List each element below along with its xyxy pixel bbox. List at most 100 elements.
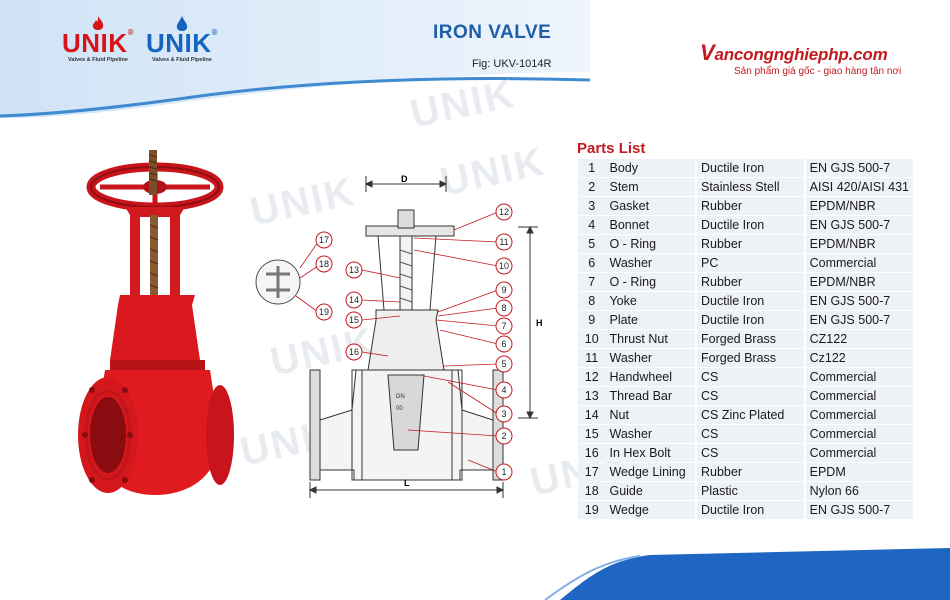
part-name-cell: Plate	[605, 311, 695, 329]
part-name-cell: In Hex Bolt	[605, 444, 695, 462]
part-number-cell: 11	[578, 349, 606, 367]
dimension-d-label: D	[401, 174, 408, 184]
part-name-cell: O - Ring	[605, 235, 695, 253]
svg-text:14: 14	[349, 295, 359, 305]
standard-cell: EN GJS 500-7	[803, 311, 913, 329]
dimension-l-label: L	[404, 478, 410, 488]
callout-8: 8	[495, 299, 513, 317]
part-name-cell: Thrust Nut	[605, 330, 695, 348]
callout-5: 5	[495, 355, 513, 373]
material-cell: Ductile Iron	[695, 292, 804, 310]
header-band-shape	[0, 0, 590, 118]
standard-cell: Commercial	[803, 425, 913, 443]
standard-cell: EN GJS 500-7	[803, 216, 913, 234]
part-number-cell: 2	[578, 178, 606, 196]
body-mark: 00	[396, 406, 403, 412]
part-name-cell: Washer	[605, 349, 695, 367]
standard-cell: Nylon 66	[803, 482, 913, 500]
material-cell: Ductile Iron	[695, 159, 804, 177]
svg-text:9: 9	[501, 285, 506, 295]
part-name-cell: Body	[605, 159, 695, 177]
part-number-cell: 6	[578, 254, 606, 272]
svg-text:11: 11	[499, 237, 508, 247]
part-number-cell: 13	[578, 387, 606, 405]
standard-cell: EPDM	[803, 463, 913, 481]
part-name-cell: Handwheel	[605, 368, 695, 386]
svg-text:17: 17	[319, 235, 329, 245]
svg-text:19: 19	[319, 307, 329, 317]
part-name-cell: Washer	[605, 254, 695, 272]
callout-6: 6	[495, 335, 513, 353]
material-cell: Stainless Stell	[695, 178, 804, 196]
part-name-cell: Nut	[605, 406, 695, 424]
logo-word: UNIK	[62, 28, 128, 58]
body-mark: DN	[396, 394, 405, 400]
svg-text:18: 18	[319, 259, 329, 269]
standard-cell: EN GJS 500-7	[803, 159, 913, 177]
part-name-cell: Bonnet	[605, 216, 695, 234]
part-name-cell: Thread Bar	[605, 387, 695, 405]
standard-cell: Cz122	[803, 349, 913, 367]
material-cell: CS Zinc Plated	[695, 406, 804, 424]
water-drop-icon	[176, 16, 188, 31]
callout-19: 19	[315, 303, 333, 321]
part-name-cell: Wedge Lining	[605, 463, 695, 481]
standard-cell: AISI 420/AISI 431	[803, 178, 913, 196]
part-name-cell: Guide	[605, 482, 695, 500]
svg-text:8: 8	[501, 303, 506, 313]
svg-text:6: 6	[501, 339, 506, 349]
standard-cell: EPDM/NBR	[803, 235, 913, 253]
part-name-cell: Wedge	[605, 501, 695, 519]
part-number-cell: 17	[578, 463, 606, 481]
callout-3: 3	[495, 405, 513, 423]
part-number-cell: 3	[578, 197, 606, 215]
valve-product-image	[78, 150, 234, 495]
callout-16: 16	[345, 343, 363, 361]
callout-17: 17	[315, 231, 333, 249]
site-brand[interactable]: Vancongnghiephp.com Sản phẩm giá gốc - g…	[700, 40, 901, 77]
part-number-cell: 14	[578, 406, 606, 424]
standard-cell: Commercial	[803, 387, 913, 405]
callout-13: 13	[345, 261, 363, 279]
flame-icon	[92, 16, 104, 30]
callout-11: 11	[495, 233, 513, 251]
svg-text:16: 16	[349, 347, 359, 357]
logo-word: UNIK	[146, 28, 212, 58]
dimension-h-label: H	[536, 318, 543, 328]
callout-18: 18	[315, 255, 333, 273]
material-cell: Rubber	[695, 273, 804, 291]
callout-9: 9	[495, 281, 513, 299]
svg-text:2: 2	[501, 431, 506, 441]
part-number-cell: 5	[578, 235, 606, 253]
material-cell: CS	[695, 387, 804, 405]
part-number-cell: 12	[578, 368, 606, 386]
svg-text:13: 13	[349, 265, 359, 275]
header-band	[0, 0, 590, 118]
part-name-cell: O - Ring	[605, 273, 695, 291]
part-number-cell: 8	[578, 292, 606, 310]
part-number-cell: 9	[578, 311, 606, 329]
svg-text:7: 7	[501, 321, 506, 331]
svg-text:10: 10	[499, 261, 509, 271]
registered-mark: ®	[127, 28, 134, 37]
callout-2: 2	[495, 427, 513, 445]
part-number-cell: 4	[578, 216, 606, 234]
standard-cell: EN GJS 500-7	[803, 292, 913, 310]
material-cell: PC	[695, 254, 804, 272]
callout-4: 4	[495, 381, 513, 399]
svg-text:4: 4	[501, 385, 506, 395]
part-number-cell: 1	[578, 159, 606, 177]
part-name-cell: Stem	[605, 178, 695, 196]
site-name: Vancongnghiephp.com	[700, 40, 888, 66]
part-name-cell: Washer	[605, 425, 695, 443]
